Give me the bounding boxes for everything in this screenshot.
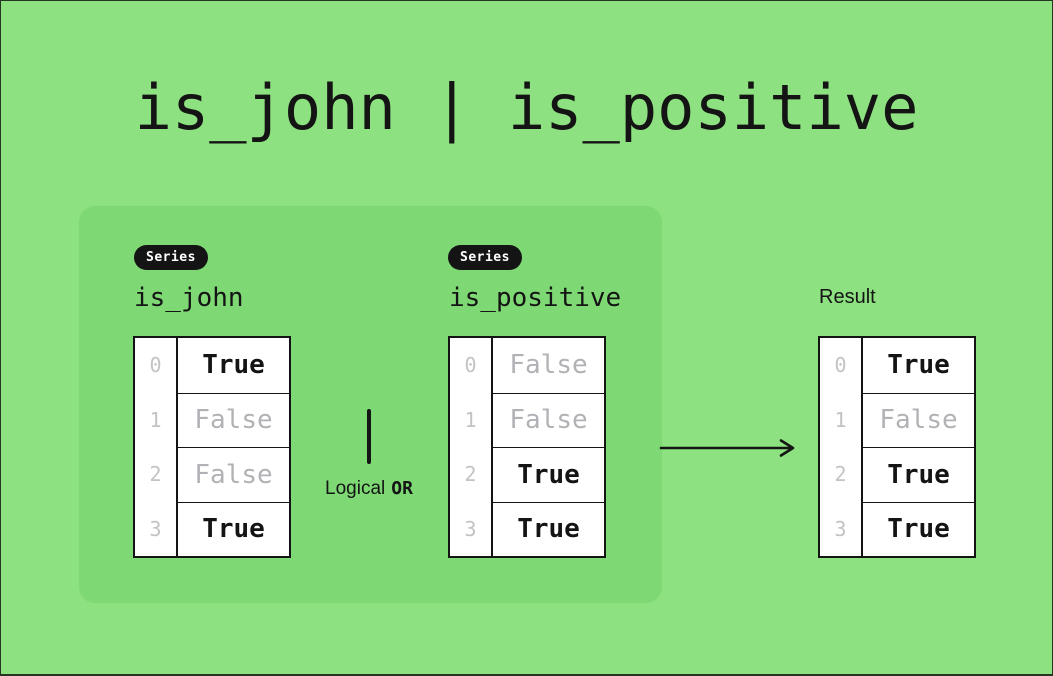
table-row: 0 True [820,338,974,393]
table-row: 0 True [135,338,289,393]
result-label: Result [819,286,876,308]
series-name-is-john: is_john [134,283,244,313]
cell-value: False [178,392,289,448]
cell-value: True [493,447,604,502]
table-row: 3 True [450,501,604,557]
series-table-is-john: 0 True 1 False 2 False 3 True [133,336,291,558]
table-row: 2 True [450,447,604,502]
table-row: 1 False [450,392,604,448]
table-row: 2 True [820,447,974,502]
operands-panel: Series is_john 0 True 1 False 2 False 3 … [79,206,662,603]
row-index: 1 [135,392,178,447]
series-table-is-positive: 0 False 1 False 2 True 3 True [448,336,606,558]
series-name-is-positive: is_positive [449,283,622,313]
pipe-operator-icon [367,409,371,464]
cell-value: False [509,350,588,381]
operator-caption: Logical OR [325,478,413,500]
result-table: 0 True 1 False 2 True 3 True [818,336,976,558]
row-index: 1 [820,392,863,447]
series-badge: Series [448,245,522,270]
cell-value: True [863,501,974,557]
row-index: 3 [820,501,863,556]
row-index: 0 [450,338,493,393]
operator-name: OR [391,478,413,499]
table-row: 2 False [135,447,289,502]
cell-value: True [178,501,289,557]
row-index: 2 [450,447,493,502]
table-row: 1 False [135,392,289,448]
row-index: 2 [135,447,178,502]
cell-value: True [863,447,974,502]
table-row: 0 False [450,338,604,393]
table-row: 1 False [820,392,974,448]
row-index: 0 [820,338,863,393]
table-row: 3 True [135,501,289,557]
cell-value: True [202,350,265,381]
operator-word: Logical [325,478,386,499]
table-row: 3 True [820,501,974,557]
cell-value: False [178,447,289,502]
cell-value: True [887,350,950,381]
row-index: 1 [450,392,493,447]
series-badge: Series [134,245,208,270]
cell-value: False [863,392,974,448]
arrow-right-icon [659,439,795,457]
row-index: 3 [450,501,493,556]
cell-value: False [493,392,604,448]
row-index: 3 [135,501,178,556]
expression-title: is_john | is_positive [134,71,919,144]
row-index: 2 [820,447,863,502]
cell-value: True [493,501,604,557]
row-index: 0 [135,338,178,393]
